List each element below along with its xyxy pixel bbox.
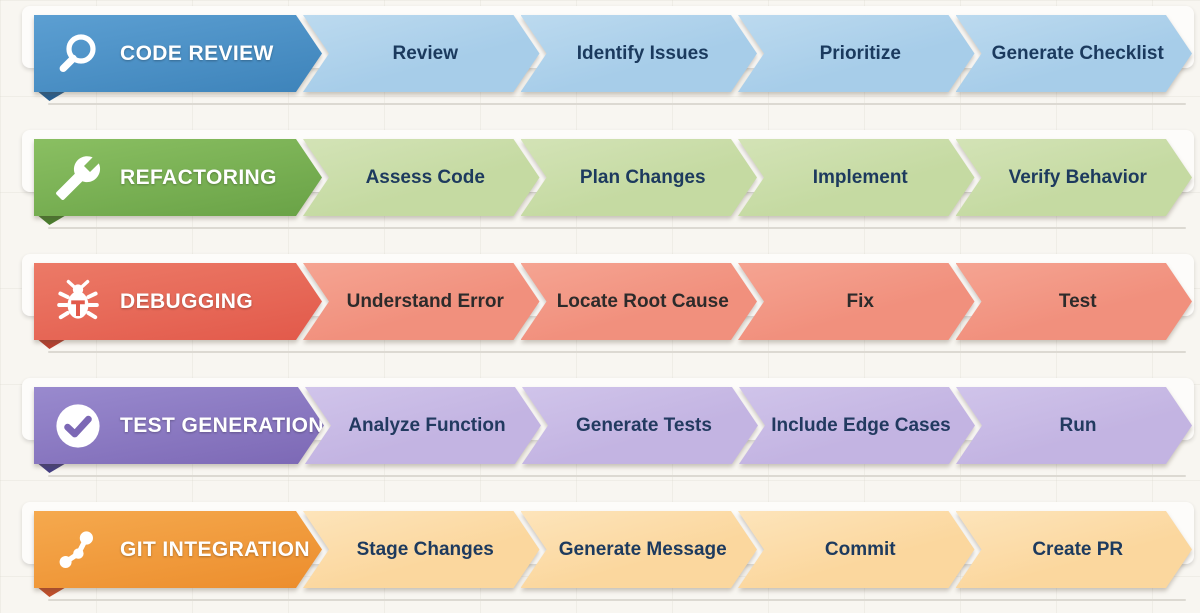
step: Run: [956, 387, 1192, 464]
row-header-refactoring: REFACTORING: [34, 139, 322, 216]
step: Identify Issues: [521, 15, 758, 92]
separator-line: [48, 599, 1186, 601]
chevron-band: GIT INTEGRATION Stage Changes Generate M…: [34, 511, 1192, 588]
ribbon-fold: [36, 462, 68, 473]
workflow-row-debugging: DEBUGGING Understand Error Locate Root C…: [22, 254, 1194, 353]
workflow-row-test-generation: TEST GENERATION Analyze Function Generat…: [22, 378, 1194, 477]
chevron-band: CODE REVIEW Review Identify Issues Prior…: [34, 15, 1192, 92]
checkmark-icon: [52, 400, 104, 452]
step: Generate Message: [521, 511, 758, 588]
wrench-icon: [52, 152, 104, 204]
ribbon-fold: [36, 214, 68, 225]
workflow-row-code-review: CODE REVIEW Review Identify Issues Prior…: [22, 6, 1194, 105]
step: Assess Code: [303, 139, 540, 216]
row-title: REFACTORING: [120, 165, 277, 189]
step: Implement: [738, 139, 975, 216]
step: Review: [303, 15, 540, 92]
step: Analyze Function: [305, 387, 541, 464]
step: Test: [956, 263, 1193, 340]
step: Understand Error: [303, 263, 540, 340]
bug-icon: [52, 276, 104, 328]
ribbon-fold: [36, 338, 68, 349]
separator-line: [48, 475, 1186, 477]
chevron-band: DEBUGGING Understand Error Locate Root C…: [34, 263, 1192, 340]
workflow-row-git-integration: GIT INTEGRATION Stage Changes Generate M…: [22, 502, 1194, 601]
row-header-git-integration: GIT INTEGRATION: [34, 511, 322, 588]
step: Plan Changes: [521, 139, 758, 216]
step: Locate Root Cause: [521, 263, 758, 340]
ribbon-fold: [36, 90, 68, 101]
step: Commit: [738, 511, 975, 588]
chevron-band: TEST GENERATION Analyze Function Generat…: [34, 387, 1192, 464]
step: Verify Behavior: [956, 139, 1193, 216]
workflow-row-refactoring: REFACTORING Assess Code Plan Changes Imp…: [22, 130, 1194, 229]
chevron-band: REFACTORING Assess Code Plan Changes Imp…: [34, 139, 1192, 216]
step: Fix: [738, 263, 975, 340]
row-title: DEBUGGING: [120, 289, 254, 313]
magnifier-icon: [52, 28, 104, 80]
row-header-code-review: CODE REVIEW: [34, 15, 322, 92]
step: Create PR: [956, 511, 1193, 588]
row-header-test-generation: TEST GENERATION: [34, 387, 324, 464]
separator-line: [48, 103, 1186, 105]
row-header-debugging: DEBUGGING: [34, 263, 322, 340]
step: Generate Tests: [522, 387, 758, 464]
step: Generate Checklist: [956, 15, 1193, 92]
row-title: CODE REVIEW: [120, 41, 274, 65]
step: Stage Changes: [303, 511, 540, 588]
git-branch-icon: [52, 524, 104, 576]
row-title: TEST GENERATION: [120, 413, 324, 437]
ribbon-fold: [36, 586, 68, 597]
step: Prioritize: [738, 15, 975, 92]
step: Include Edge Cases: [739, 387, 975, 464]
separator-line: [48, 351, 1186, 353]
separator-line: [48, 227, 1186, 229]
row-title: GIT INTEGRATION: [120, 537, 310, 561]
